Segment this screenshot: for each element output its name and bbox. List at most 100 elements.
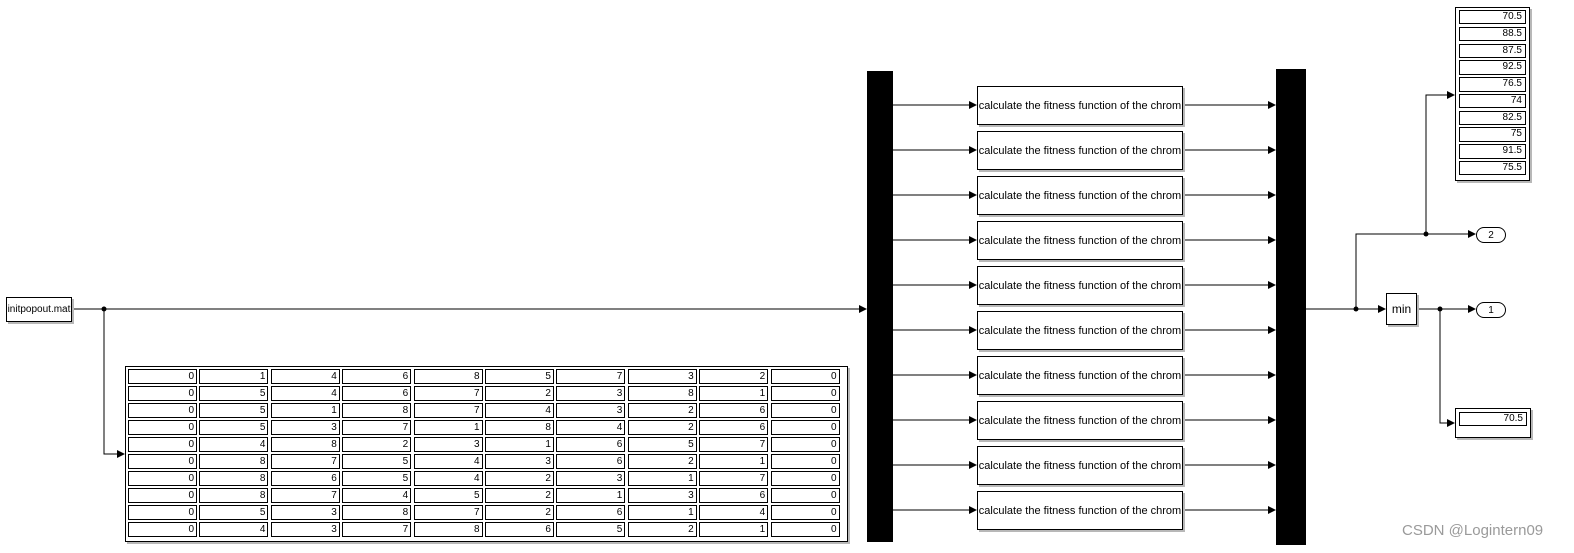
outport-1[interactable]: 1 bbox=[1476, 302, 1506, 318]
fitness-block-label: calculate the fitness function of the ch… bbox=[978, 324, 1182, 337]
outport-2-label: 2 bbox=[1488, 229, 1494, 241]
matrix-cell: 6 bbox=[270, 470, 340, 487]
matrix-cell: 6 bbox=[342, 385, 412, 402]
matrix-cell: 2 bbox=[627, 521, 697, 538]
matrix-cell: 7 bbox=[556, 369, 626, 385]
matrix-cell: 4 bbox=[413, 453, 483, 470]
matrix-cell: 2 bbox=[484, 385, 554, 402]
matrix-cell: 8 bbox=[342, 402, 412, 419]
matrix-cell: 5 bbox=[342, 470, 412, 487]
matrix-cell: 0 bbox=[128, 369, 197, 385]
min-block[interactable]: min bbox=[1386, 293, 1417, 325]
matrix-cell: 4 bbox=[270, 385, 340, 402]
matrix-cell: 3 bbox=[270, 504, 340, 521]
fitness-block-1[interactable]: calculate the fitness function of the ch… bbox=[977, 86, 1183, 125]
matrix-cell: 6 bbox=[699, 402, 769, 419]
matrix-cell: 4 bbox=[413, 470, 483, 487]
matrix-cell: 1 bbox=[627, 504, 697, 521]
matrix-cell: 4 bbox=[699, 504, 769, 521]
demux-bar[interactable] bbox=[1276, 69, 1306, 545]
outport-1-label: 1 bbox=[1488, 304, 1494, 316]
fitness-block-10[interactable]: calculate the fitness function of the ch… bbox=[977, 491, 1183, 530]
matrix-cell: 0 bbox=[128, 504, 197, 521]
matrix-cell: 1 bbox=[413, 419, 483, 436]
matrix-cell: 1 bbox=[699, 453, 769, 470]
matrix-cell: 6 bbox=[699, 419, 769, 436]
fitness-block-7[interactable]: calculate the fitness function of the ch… bbox=[977, 356, 1183, 395]
fitness-block-label: calculate the fitness function of the ch… bbox=[978, 279, 1182, 292]
matrix-cell: 4 bbox=[556, 419, 626, 436]
fitness-block-label: calculate the fitness function of the ch… bbox=[978, 504, 1182, 517]
matrix-cell: 4 bbox=[342, 487, 412, 504]
fitness-block-label: calculate the fitness function of the ch… bbox=[978, 234, 1182, 247]
matrix-cell: 6 bbox=[556, 453, 626, 470]
fitness-block-3[interactable]: calculate the fitness function of the ch… bbox=[977, 176, 1183, 215]
matrix-cell: 0 bbox=[770, 369, 840, 385]
matrix-cell: 5 bbox=[413, 487, 483, 504]
matrix-cell: 8 bbox=[199, 470, 269, 487]
fitness-value-cell: 75 bbox=[1459, 127, 1526, 142]
matrix-cell: 1 bbox=[699, 385, 769, 402]
matrix-cell: 0 bbox=[128, 521, 197, 538]
matrix-cell: 0 bbox=[128, 419, 197, 436]
matrix-cell: 8 bbox=[342, 504, 412, 521]
fitness-block-label: calculate the fitness function of the ch… bbox=[978, 369, 1182, 382]
min-display-block[interactable]: 70.5 bbox=[1455, 408, 1531, 438]
fitness-block-2[interactable]: calculate the fitness function of the ch… bbox=[977, 131, 1183, 170]
fitness-block-6[interactable]: calculate the fitness function of the ch… bbox=[977, 311, 1183, 350]
matrix-cell: 7 bbox=[342, 419, 412, 436]
matrix-cell: 0 bbox=[770, 453, 840, 470]
mux-bar[interactable] bbox=[867, 71, 893, 542]
from-file-label: initpopout.mat bbox=[7, 304, 71, 315]
matrix-cell: 5 bbox=[342, 453, 412, 470]
matrix-cell: 7 bbox=[270, 487, 340, 504]
matrix-cell: 0 bbox=[770, 504, 840, 521]
matrix-cell: 5 bbox=[484, 369, 554, 385]
fitness-value-cell: 82.5 bbox=[1459, 110, 1526, 126]
matrix-cell: 3 bbox=[627, 487, 697, 504]
fitness-value-cell: 70.5 bbox=[1459, 10, 1526, 25]
matrix-cell: 0 bbox=[770, 521, 840, 538]
matrix-cell: 7 bbox=[413, 402, 483, 419]
fitness-value-cell: 91.5 bbox=[1459, 144, 1526, 159]
matrix-cell: 8 bbox=[413, 521, 483, 538]
matrix-cell: 7 bbox=[413, 504, 483, 521]
matrix-cell: 4 bbox=[199, 436, 269, 453]
matrix-cell: 0 bbox=[770, 385, 840, 402]
fitness-block-9[interactable]: calculate the fitness function of the ch… bbox=[977, 446, 1183, 485]
matrix-cell: 6 bbox=[342, 369, 412, 385]
matrix-cell: 0 bbox=[770, 436, 840, 453]
matrix-cell: 0 bbox=[128, 470, 197, 487]
matrix-cell: 6 bbox=[556, 504, 626, 521]
matrix-cell: 0 bbox=[128, 385, 197, 402]
outport-2[interactable]: 2 bbox=[1476, 227, 1506, 243]
matrix-cell: 8 bbox=[484, 419, 554, 436]
fitness-value-cell: 88.5 bbox=[1459, 26, 1526, 42]
watermark: CSDN @Logintern09 bbox=[1402, 522, 1544, 539]
matrix-cell: 8 bbox=[413, 369, 483, 385]
fitness-block-4[interactable]: calculate the fitness function of the ch… bbox=[977, 221, 1183, 260]
matrix-cell: 4 bbox=[270, 369, 340, 385]
matrix-cell: 0 bbox=[770, 470, 840, 487]
matrix-cell: 8 bbox=[627, 385, 697, 402]
matrix-cell: 0 bbox=[770, 419, 840, 436]
fitness-block-8[interactable]: calculate the fitness function of the ch… bbox=[977, 401, 1183, 440]
fitness-block-5[interactable]: calculate the fitness function of the ch… bbox=[977, 266, 1183, 305]
matrix-cell: 7 bbox=[342, 521, 412, 538]
matrix-cell: 5 bbox=[199, 402, 269, 419]
fitness-block-label: calculate the fitness function of the ch… bbox=[978, 99, 1182, 112]
fitness-block-label: calculate the fitness function of the ch… bbox=[978, 414, 1182, 427]
matrix-cell: 4 bbox=[199, 521, 269, 538]
from-file-block[interactable]: initpopout.mat bbox=[6, 297, 72, 322]
matrix-cell: 6 bbox=[484, 521, 554, 538]
matrix-cell: 3 bbox=[484, 453, 554, 470]
fitness-value-cell: 76.5 bbox=[1459, 77, 1526, 92]
fitness-value-cell: 87.5 bbox=[1459, 43, 1526, 58]
min-display-value: 70.5 bbox=[1459, 412, 1527, 427]
